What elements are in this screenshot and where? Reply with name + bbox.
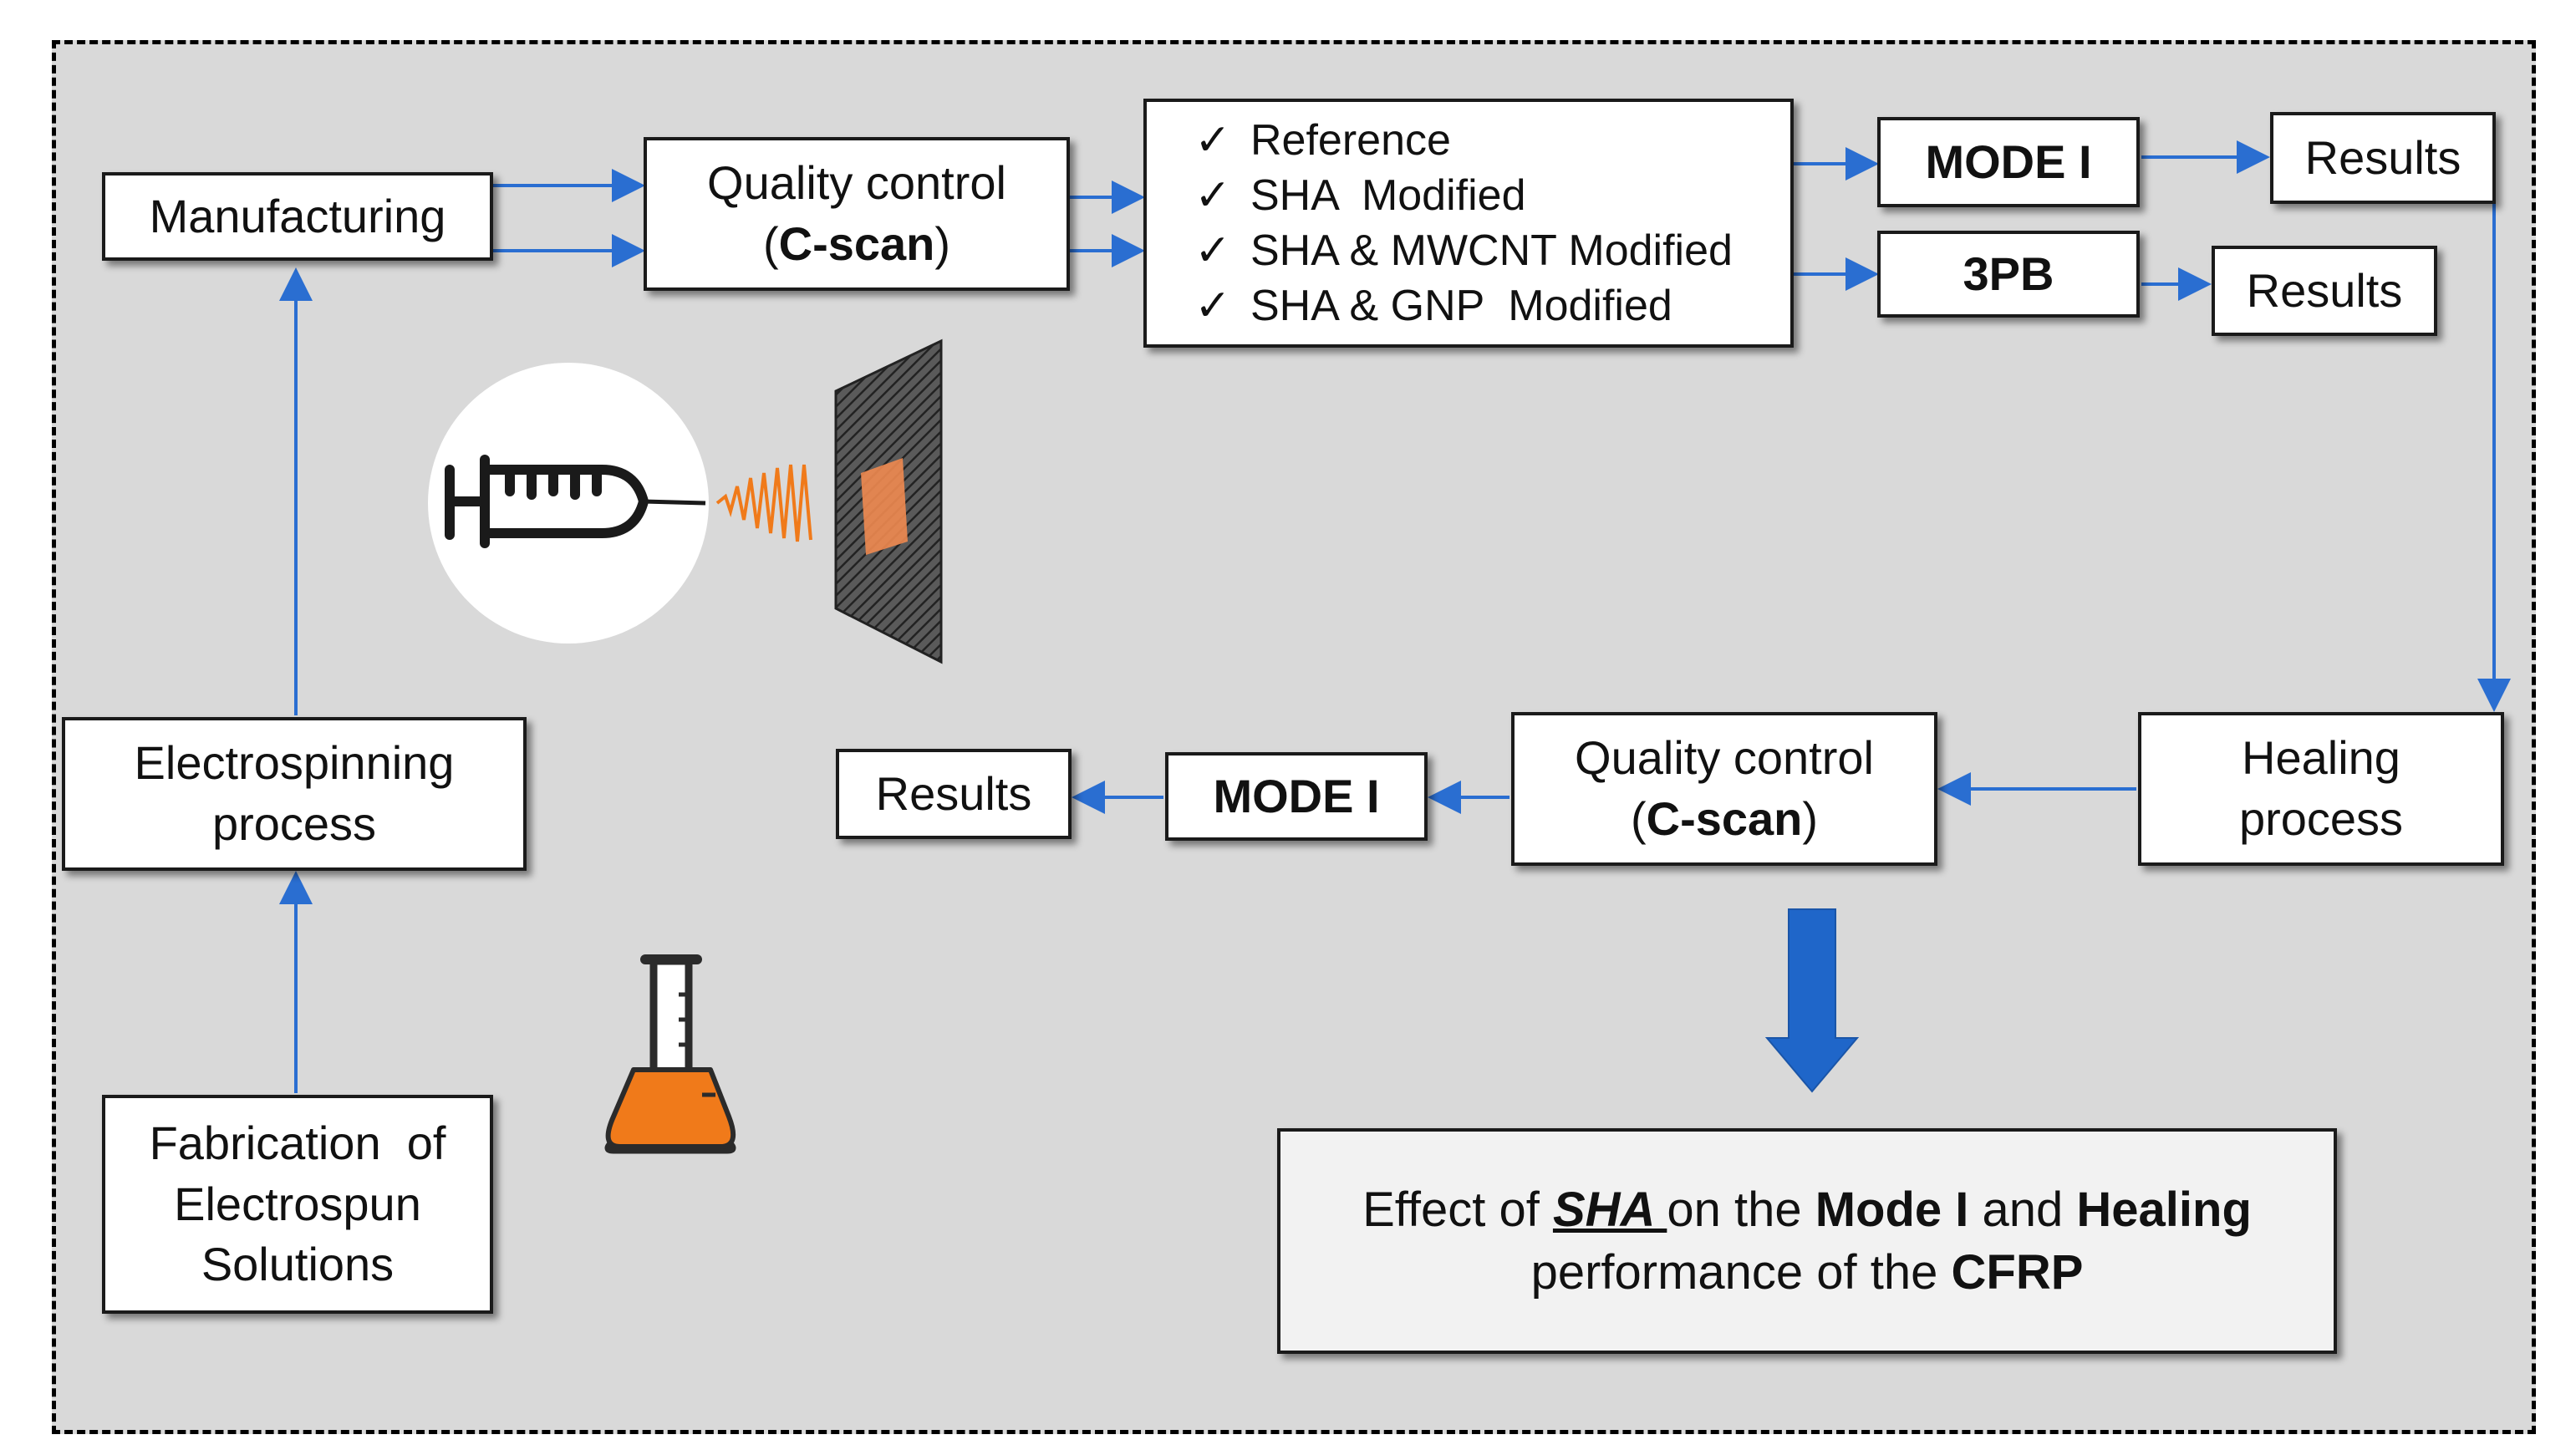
results-box-2: Results [2212, 246, 2437, 336]
mode1-bottom-label: MODE I [1213, 769, 1380, 822]
checklist-item: ✓Reference [1194, 115, 1451, 165]
healing-line1: Healing [2242, 731, 2400, 785]
electrospinning-line2: process [211, 797, 377, 850]
conclusion-line2: performance of the CFRP [1530, 1245, 2084, 1300]
quality-control-bottom-box: Quality control (C-scan) [1511, 712, 1937, 866]
checklist-item: ✓SHA Modified [1194, 170, 1526, 220]
results-label: Results [875, 766, 1032, 820]
results-box-1: Results [2270, 112, 2496, 204]
arrow-results-to-healing [2477, 201, 2511, 712]
conclusion-line1: Effect of SHA on the Mode I and Healing [1362, 1182, 2252, 1237]
healing-box: Healing process [2138, 712, 2504, 866]
samples-checklist-box: ✓Reference ✓SHA Modified ✓SHA & MWCNT Mo… [1143, 99, 1794, 348]
collector-plate-icon [834, 338, 943, 664]
quality-control-top-box: Quality control (C-scan) [644, 137, 1070, 291]
electrospinning-box: Electrospinning process [62, 717, 527, 871]
healing-line2: process [2238, 792, 2404, 845]
qc-top-line2: (C-scan) [762, 217, 951, 270]
fabrication-line3: Solutions [201, 1238, 395, 1291]
qc-top-line1: Quality control [707, 156, 1006, 210]
checklist-item: ✓SHA & MWCNT Modified [1194, 226, 1733, 275]
mode1-bottom-box: MODE I [1165, 752, 1428, 841]
results-label: Results [2304, 130, 2461, 184]
manufacturing-box: Manufacturing [102, 172, 493, 261]
fabrication-line1: Fabrication of [149, 1116, 446, 1169]
flask-icon [604, 954, 736, 1154]
results-label: Results [2246, 263, 2403, 317]
results-box-3: Results [836, 749, 1072, 839]
fabrication-box: Fabrication of Electrospun Solutions [102, 1095, 493, 1314]
mode1-top-label: MODE I [1925, 135, 2092, 188]
threepb-box: 3PB [1877, 231, 2140, 318]
syringe-icon [428, 363, 709, 644]
fabrication-line2: Electrospun [174, 1177, 421, 1230]
electrospray-wave-icon [715, 464, 812, 542]
conclusion-box: Effect of SHA on the Mode I and Healing … [1277, 1128, 2337, 1354]
threepb-label: 3PB [1963, 247, 2054, 300]
checklist-item: ✓SHA & GNP Modified [1194, 282, 1672, 331]
manufacturing-label: Manufacturing [149, 189, 446, 242]
mode1-top-box: MODE I [1877, 117, 2140, 207]
qc-bottom-line1: Quality control [1575, 731, 1874, 785]
down-arrow-icon [1764, 908, 1860, 1093]
electrospinning-line1: Electrospinning [134, 736, 455, 790]
qc-bottom-line2: (C-scan) [1630, 792, 1819, 845]
